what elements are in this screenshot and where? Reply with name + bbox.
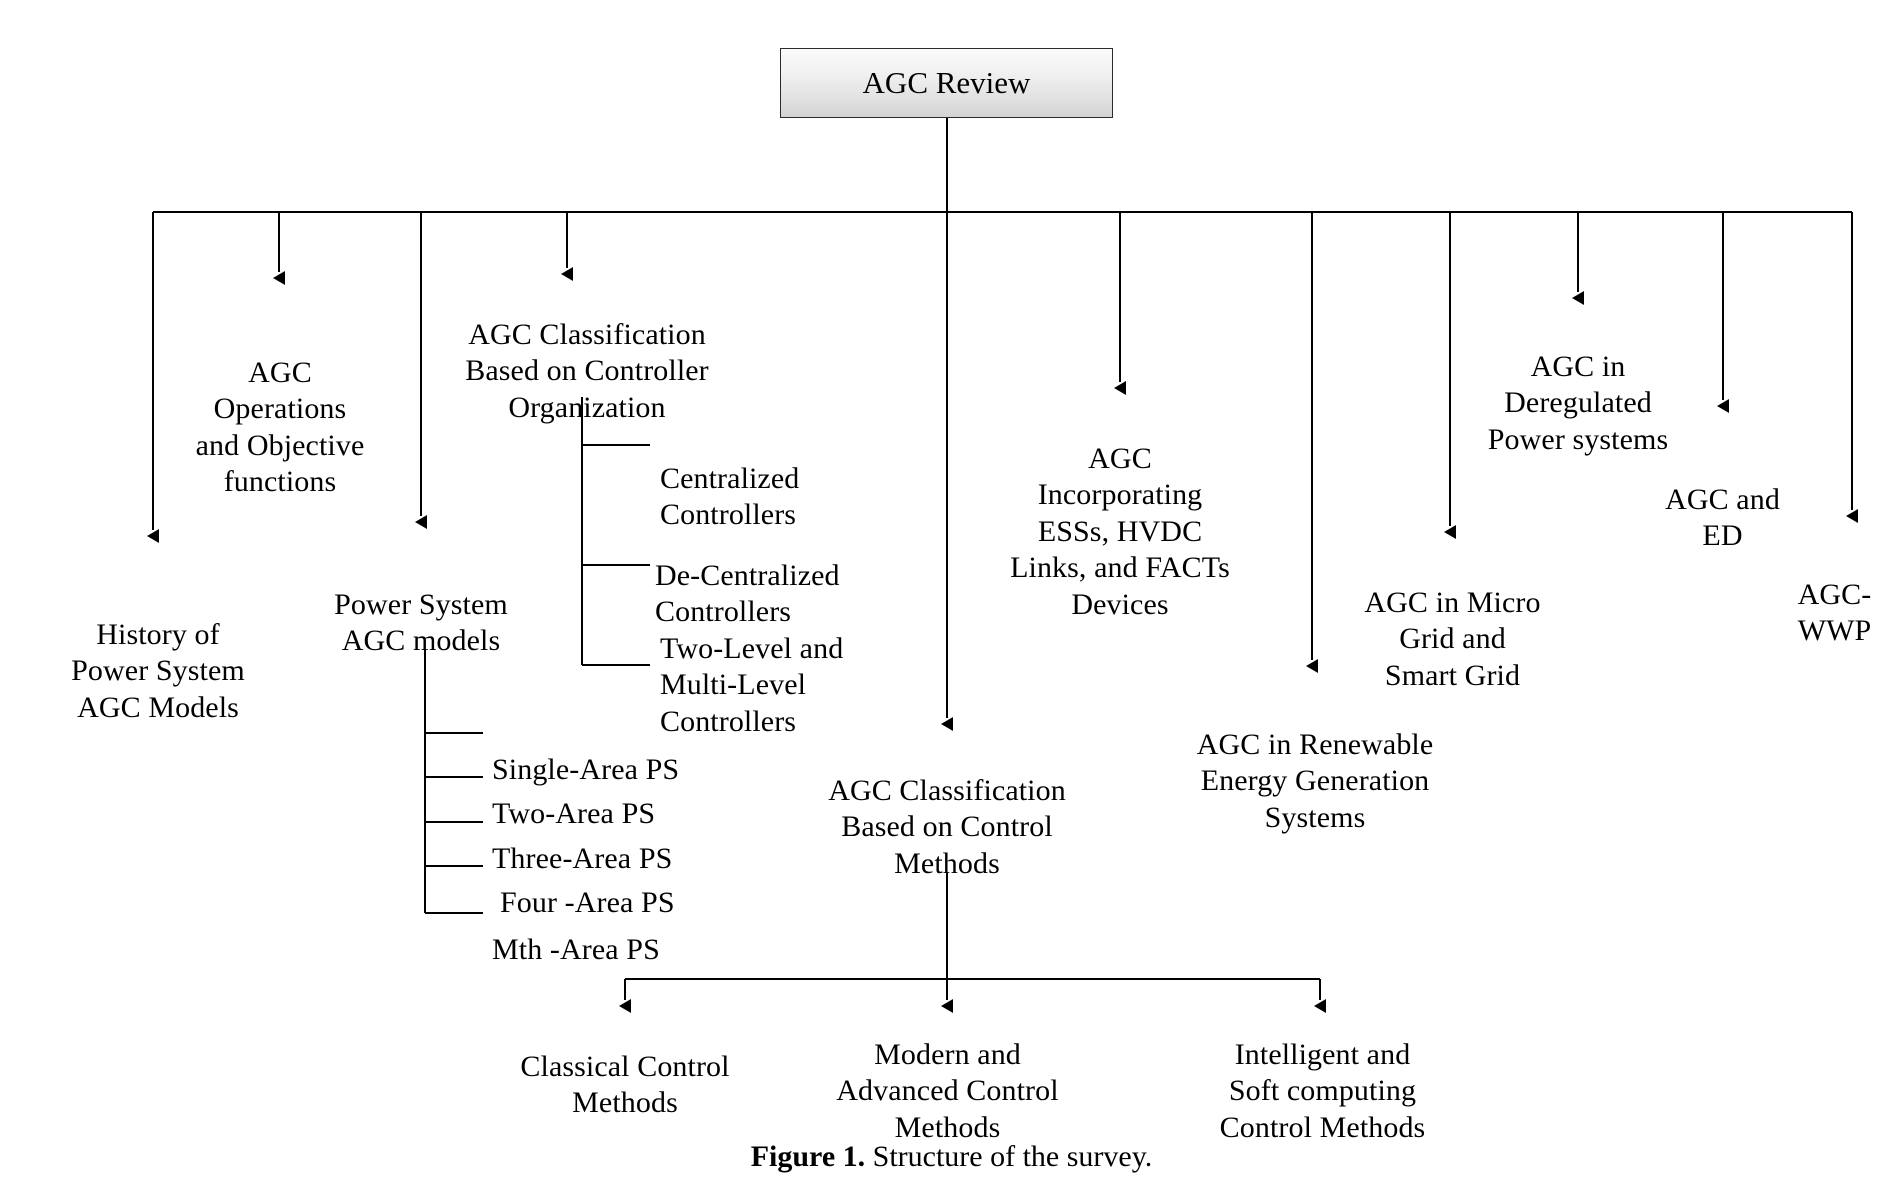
node-classification-controller-label: AGC Classification Based on Controller O…	[465, 317, 709, 424]
node-micro-grid[interactable]: AGC in Micro Grid and Smart Grid	[1335, 548, 1570, 694]
node-mth-area-ps[interactable]: Mth -Area PS	[492, 895, 792, 968]
node-history-label: History of Power System AGC Models	[71, 617, 245, 724]
node-operations-label: AGC Operations and Objective functions	[195, 355, 365, 499]
node-four-area-ps[interactable]: Four -Area PS	[500, 848, 800, 921]
node-intelligent-control-methods[interactable]: Intelligent and Soft computing Control M…	[1175, 1000, 1470, 1146]
node-decentralized-controllers-label: De-Centralized Controllers	[655, 558, 840, 629]
node-two-area-ps-label: Two-Area PS	[492, 796, 656, 830]
node-single-area-ps[interactable]: Single-Area PS	[492, 715, 792, 788]
node-two-area-ps[interactable]: Two-Area PS	[492, 759, 792, 832]
node-operations[interactable]: AGC Operations and Objective functions	[155, 318, 405, 501]
node-agc-wwp-label: AGC- WWP	[1797, 577, 1872, 648]
root-node-agc-review[interactable]: AGC Review	[780, 48, 1113, 118]
root-node-label: AGC Review	[862, 65, 1031, 100]
node-renewable[interactable]: AGC in Renewable Energy Generation Syste…	[1155, 690, 1475, 836]
node-four-area-ps-label: Four -Area PS	[500, 885, 675, 919]
node-classical-control-methods[interactable]: Classical Control Methods	[480, 1012, 770, 1122]
node-classification-controller[interactable]: AGC Classification Based on Controller O…	[427, 280, 747, 426]
node-mth-area-ps-label: Mth -Area PS	[492, 932, 660, 966]
node-ps-agc-models-label: Power System AGC models	[334, 587, 508, 658]
node-agc-ed-label: AGC and ED	[1665, 482, 1780, 553]
figure-caption-label: Figure 1.	[750, 1140, 866, 1173]
node-modern-control-methods-label: Modern and Advanced Control Methods	[836, 1037, 1059, 1144]
node-agc-wwp[interactable]: AGC- WWP	[1772, 540, 1897, 650]
node-multilevel-controllers-label: Two-Level and Multi-Level Controllers	[660, 631, 844, 738]
node-incorporating-label: AGC Incorporating ESSs, HVDC Links, and …	[1010, 441, 1230, 621]
node-deregulated[interactable]: AGC in Deregulated Power systems	[1458, 312, 1698, 458]
node-classical-control-methods-label: Classical Control Methods	[520, 1049, 730, 1120]
node-decentralized-controllers[interactable]: De-Centralized Controllers	[655, 521, 975, 631]
node-centralized-controllers-label: Centralized Controllers	[660, 461, 800, 532]
node-incorporating[interactable]: AGC Incorporating ESSs, HVDC Links, and …	[960, 404, 1280, 624]
node-three-area-ps[interactable]: Three-Area PS	[492, 804, 792, 877]
node-intelligent-control-methods-label: Intelligent and Soft computing Control M…	[1219, 1037, 1426, 1144]
node-single-area-ps-label: Single-Area PS	[492, 752, 680, 786]
node-three-area-ps-label: Three-Area PS	[492, 841, 673, 875]
node-renewable-label: AGC in Renewable Energy Generation Syste…	[1196, 727, 1434, 834]
node-ps-agc-models[interactable]: Power System AGC models	[296, 550, 546, 660]
node-multilevel-controllers[interactable]: Two-Level and Multi-Level Controllers	[660, 594, 960, 740]
node-classification-control-methods-label: AGC Classification Based on Control Meth…	[828, 773, 1066, 880]
node-modern-control-methods[interactable]: Modern and Advanced Control Methods	[800, 1000, 1095, 1146]
node-history[interactable]: History of Power System AGC Models	[33, 580, 283, 726]
node-agc-ed[interactable]: AGC and ED	[1640, 445, 1805, 555]
figure-caption: Figure 1. Structure of the survey.	[0, 1140, 1903, 1174]
node-deregulated-label: AGC in Deregulated Power systems	[1487, 349, 1669, 456]
node-micro-grid-label: AGC in Micro Grid and Smart Grid	[1364, 585, 1541, 692]
figure-caption-text: Structure of the survey.	[865, 1140, 1153, 1173]
node-classification-control-methods[interactable]: AGC Classification Based on Control Meth…	[782, 736, 1112, 882]
node-centralized-controllers[interactable]: Centralized Controllers	[660, 424, 960, 534]
